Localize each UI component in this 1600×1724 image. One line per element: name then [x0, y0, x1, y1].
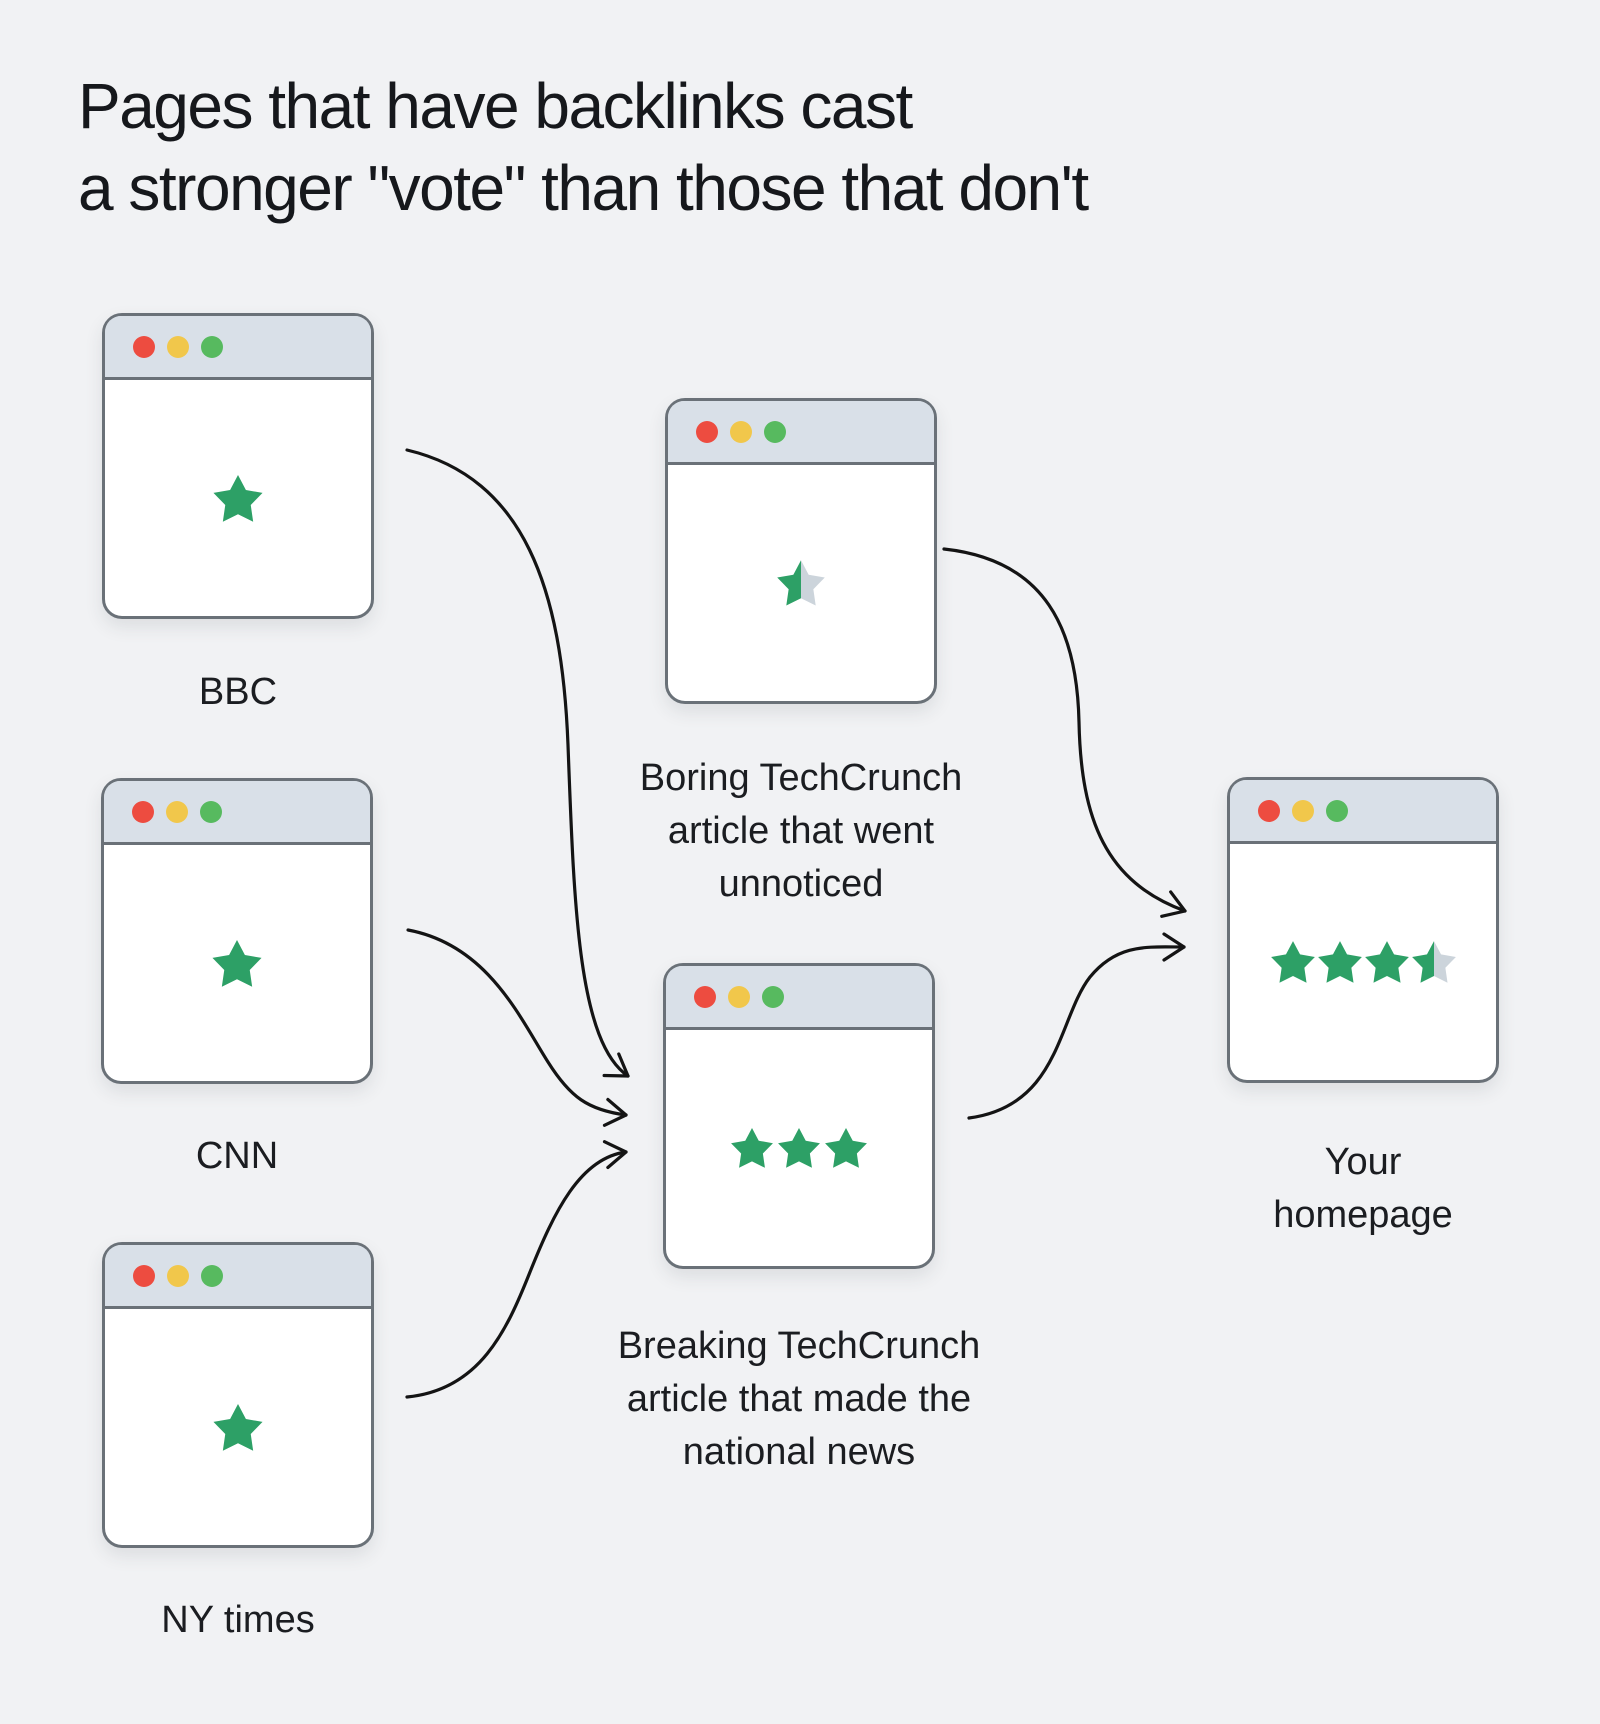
star-rating	[776, 559, 826, 607]
close-dot-icon	[133, 335, 155, 358]
star-icon	[213, 474, 263, 522]
star-icon	[213, 1403, 263, 1451]
arrow-nytimes-to-breaking	[405, 1140, 628, 1399]
zoom-dot-icon	[201, 335, 223, 358]
window-titlebar	[105, 1245, 371, 1309]
star-icon	[1364, 941, 1409, 983]
browser-window-cnn	[101, 778, 373, 1084]
close-dot-icon	[694, 985, 716, 1008]
zoom-dot-icon	[764, 420, 786, 443]
star-icon	[778, 1127, 820, 1168]
minimize-dot-icon	[730, 420, 752, 443]
arrow-breaking-to-homepage	[967, 932, 1186, 1120]
star-rating	[730, 1127, 868, 1169]
close-dot-icon	[1258, 799, 1280, 822]
minimize-dot-icon	[166, 800, 188, 823]
zoom-dot-icon	[200, 800, 222, 823]
zoom-dot-icon	[762, 985, 784, 1008]
star-icon	[1411, 941, 1456, 983]
window-content	[105, 1309, 371, 1545]
window-titlebar	[668, 401, 934, 465]
minimize-dot-icon	[1292, 799, 1314, 822]
close-dot-icon	[133, 1264, 155, 1287]
browser-window-ny-times	[102, 1242, 374, 1548]
close-dot-icon	[696, 420, 718, 443]
window-titlebar	[104, 781, 370, 845]
minimize-dot-icon	[728, 985, 750, 1008]
minimize-dot-icon	[167, 335, 189, 358]
window-label-ny-times: NY times	[161, 1599, 315, 1641]
star-rating	[212, 474, 264, 523]
arrow-cnn-to-breaking	[406, 928, 628, 1127]
zoom-dot-icon	[1326, 799, 1348, 822]
browser-window-bbc	[102, 313, 374, 619]
window-label-boring-techcrunch: Boring TechCrunch article that went unno…	[639, 757, 963, 905]
window-content	[105, 380, 371, 616]
star-icon	[1270, 941, 1315, 983]
star-icon	[731, 1127, 773, 1168]
window-content	[666, 1030, 932, 1266]
window-content	[1230, 844, 1496, 1080]
star-rating	[211, 939, 263, 988]
window-label-bbc: BBC	[198, 671, 278, 713]
star-rating	[1270, 940, 1457, 984]
arrow-bbc-to-breaking	[405, 448, 630, 1078]
star-icon	[777, 560, 825, 606]
window-label-breaking-techcrunch: Breaking TechCrunch article that made th…	[617, 1325, 981, 1473]
browser-window-breaking-techcrunch	[663, 963, 935, 1269]
window-label-cnn: CNN	[195, 1135, 279, 1177]
minimize-dot-icon	[167, 1264, 189, 1287]
close-dot-icon	[132, 800, 154, 823]
window-titlebar	[105, 316, 371, 380]
window-titlebar	[666, 966, 932, 1030]
star-rating	[212, 1403, 264, 1452]
window-content	[104, 845, 370, 1081]
page-title: Pages that have backlinks cast a stronge…	[78, 70, 1089, 224]
browser-window-your-homepage	[1227, 777, 1499, 1083]
zoom-dot-icon	[201, 1264, 223, 1287]
star-icon	[825, 1127, 867, 1168]
browser-window-boring-techcrunch	[665, 398, 937, 704]
star-icon	[1317, 941, 1362, 983]
window-content	[668, 465, 934, 701]
window-titlebar	[1230, 780, 1496, 844]
star-icon	[212, 939, 262, 987]
window-label-your-homepage: Your homepage	[1273, 1141, 1453, 1236]
